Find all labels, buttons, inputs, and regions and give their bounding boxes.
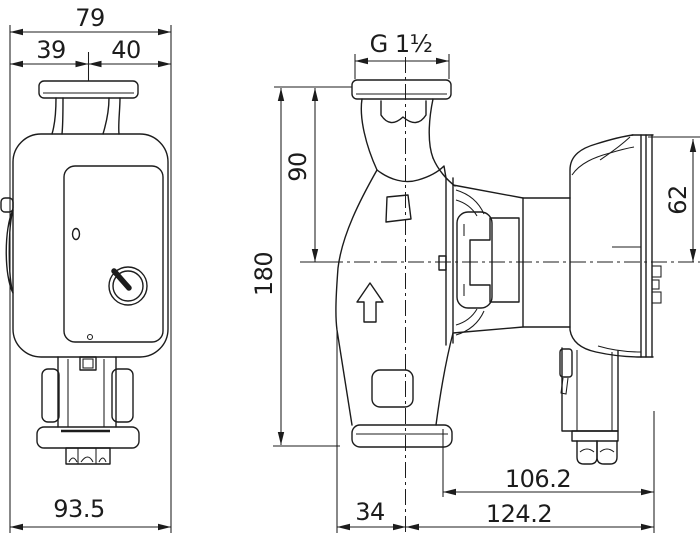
vent-plug — [385, 194, 412, 223]
dimension-annotations: 79 39 40 93.5 G 1½ 180 90 62 106.2 124.2… — [9, 4, 700, 533]
dimension-arrowheads — [10, 28, 697, 531]
motor — [452, 134, 662, 358]
motor-flange — [438, 177, 520, 346]
mount-lug-left — [41, 368, 60, 423]
dim-label-40: 40 — [111, 36, 141, 64]
selector-knob — [108, 266, 148, 306]
panel-screw — [86, 333, 94, 341]
flow-direction-arrow — [356, 282, 384, 323]
dim-label-thread: G 1½ — [370, 30, 433, 58]
clip-pin — [560, 377, 569, 395]
cable-connector — [65, 447, 111, 465]
volute — [335, 98, 456, 448]
led-indicator — [71, 227, 81, 241]
dim-label-62: 62 — [664, 185, 692, 215]
dim-label-79: 79 — [75, 4, 105, 32]
dim-label-124-2: 124.2 — [486, 500, 552, 528]
mount-lug-right — [111, 368, 134, 423]
motor-end-cap — [631, 134, 662, 358]
side-top-flange — [351, 79, 452, 124]
nameplate — [371, 369, 414, 408]
dim-label-39: 39 — [36, 36, 66, 64]
dim-label-106-2: 106.2 — [505, 465, 571, 493]
side-clip-tab — [0, 197, 14, 213]
side-bottom-flange — [351, 424, 453, 448]
dim-label-34: 34 — [355, 498, 385, 526]
front-top-flange — [38, 80, 139, 135]
front-view — [0, 80, 169, 465]
side-view — [300, 57, 700, 533]
cable-glands — [576, 440, 618, 465]
control-panel — [71, 227, 148, 341]
dim-label-93-5: 93.5 — [53, 495, 104, 523]
front-body — [0, 133, 169, 358]
dim-label-90: 90 — [284, 152, 312, 182]
pipe-thread — [380, 100, 427, 124]
knob-pointer — [111, 268, 132, 291]
front-bottom-assembly — [36, 356, 140, 465]
dim-label-180: 180 — [250, 252, 278, 296]
terminal-box — [559, 347, 619, 465]
